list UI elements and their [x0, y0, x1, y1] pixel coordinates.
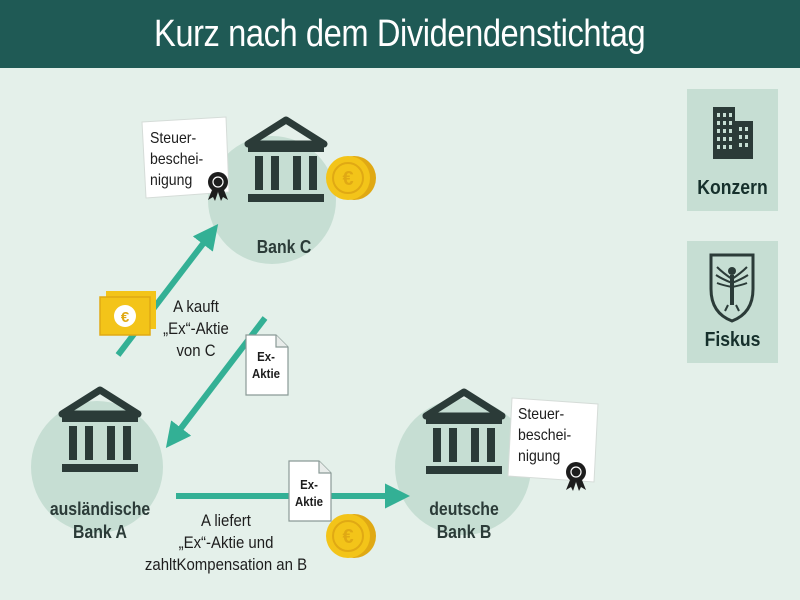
- certificate-icon: [141, 116, 230, 202]
- header-bar: Kurz nach dem Dividendenstichtag: [0, 0, 800, 68]
- svg-text:€: €: [121, 309, 130, 326]
- document-ca-text: Ex- Aktie: [252, 349, 280, 381]
- building-icon: [713, 107, 753, 159]
- legend-fiskus: Fiskus: [687, 241, 778, 363]
- legend-konzern: Konzern: [687, 89, 778, 211]
- certificate-c-text: Steuer- beschei- nigung: [150, 130, 204, 189]
- bank-b-label: deutsche Bank B: [429, 499, 499, 542]
- arrow-buy-label: A kauft „Ex“-Aktie von C: [163, 297, 229, 360]
- page-title: Kurz nach dem Dividendenstichtag: [154, 12, 646, 55]
- arrow-deliver-label: A liefert „Ex“-Aktie und zahltKompensati…: [144, 511, 308, 574]
- coin-icon: [325, 155, 377, 201]
- bank-c-label: Bank C: [256, 237, 312, 257]
- coin-icon: [325, 513, 377, 559]
- certificate-b-text: Steuer- beschei- nigung: [518, 406, 572, 465]
- certificate-icon: [507, 397, 599, 492]
- flow-diagram: € €: [31, 116, 599, 559]
- money-bill-icon: €: [99, 291, 156, 336]
- legend-konzern-label: Konzern: [697, 177, 768, 199]
- document-ab-text: Ex- Aktie: [295, 477, 323, 509]
- eagle-crest-icon: [709, 253, 755, 323]
- bank-a-label: ausländische Bank A: [49, 499, 151, 542]
- legend-fiskus-label: Fiskus: [704, 329, 761, 351]
